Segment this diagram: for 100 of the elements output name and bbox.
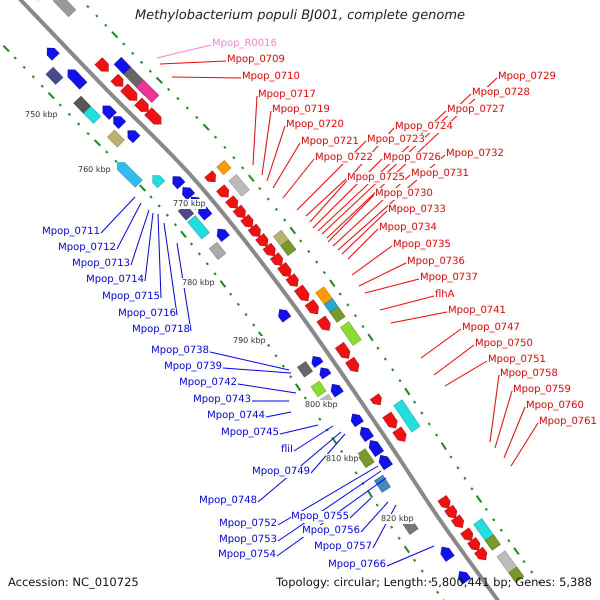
leader-line [160,60,226,64]
gene-label: Mpop_0758 [500,368,558,380]
gene-label: Mpop_0738 [151,345,209,357]
scale-label: 800 kbp [305,400,338,410]
gene-label: Mpop_0756 [302,525,360,537]
gene-label: Mpop_0752 [219,518,277,530]
genome-info-text: Accession: NC_010725 [8,575,139,589]
gene-label: Mpop_0710 [242,71,300,83]
gene-label: Mpop_0742 [179,377,237,389]
leader-line [350,498,372,518]
leader-line [130,210,150,266]
gene-label: Mpop_0761 [539,416,597,428]
leader-line [156,44,212,58]
gene-label: Mpop_0748 [199,495,257,507]
leader-line [294,426,334,452]
gene-label: Mpop_R0016 [212,38,277,50]
leader-line [158,214,162,298]
gene-label: Mpop_0759 [513,384,571,396]
leader-line [164,222,178,316]
gene-label: Mpop_0712 [58,242,116,254]
leader-line [390,312,448,324]
leader-line [280,424,318,434]
gene-label: Mpop_0754 [218,549,276,561]
leader-line [380,296,434,310]
leader-line [444,360,488,386]
leader-line [176,242,192,332]
gene-label: Mpop_0727 [447,104,505,116]
leader-line [420,328,462,358]
leader-line [328,194,374,242]
gene-label: Mpop_0734 [379,222,437,234]
gene-label: Mpop_0722 [315,152,373,164]
gene-label: Mpop_0747 [462,322,520,334]
leader-line [386,546,434,566]
gene-label: Mpop_0723 [367,134,425,146]
leader-line [172,76,242,78]
gene-label: Mpop_0725 [347,172,405,184]
leader-line [352,246,392,276]
leader-line [348,228,378,260]
leader-line [210,352,290,370]
leader-line [272,142,300,188]
leader-line [310,434,346,474]
leader-line [510,422,538,466]
gene-label: Mpop_0721 [301,136,359,148]
leader-line [494,390,512,448]
scale-label: 760 kbp [78,165,111,175]
gene-label: Mpop_0711 [42,226,100,238]
leader-line [358,262,406,286]
gene-label: Mpop_0715 [102,291,160,303]
leader-line [360,502,388,532]
scale-label: 810 kbp [326,454,359,464]
leader-line [266,412,292,418]
gene-label: Mpop_0735 [393,239,451,251]
gene-label: Mpop_0757 [314,541,372,553]
scale-label: 790 kbp [233,336,266,346]
leader-line [306,178,346,216]
scale-label: 770 kbp [173,199,206,209]
gene-label: Mpop_0732 [446,148,504,160]
leader-line [222,368,292,374]
leader-line [282,158,314,198]
leader-line [364,278,420,294]
gene-label: Mpop_0709 [227,54,285,66]
gene-label: Mpop_0720 [286,119,344,131]
gene-label: Mpop_0739 [164,361,222,373]
gene-label: Mpop_0749 [252,466,310,478]
gene-label: Mpop_0751 [488,354,546,366]
gene-label: Mpop_0741 [448,305,506,317]
gene-label: Mpop_0716 [118,308,176,320]
gene-label: Mpop_0750 [475,338,533,350]
gene-label: Mpop_0729 [498,71,556,83]
gene-label: Mpop_0766 [328,559,386,571]
leader-line [116,202,142,250]
gene-label: Mpop_0726 [383,152,441,164]
gene-label: Mpop_0760 [526,400,584,412]
gene-label: Mpop_0744 [207,410,265,422]
gene-label: Mpop_0714 [86,274,144,286]
leader-line [266,126,286,182]
leader-line [434,344,474,376]
gene-label: Mpop_0753 [219,534,277,546]
gene-label: Mpop_0737 [420,272,478,284]
gene-label: Mpop_0724 [395,121,453,133]
gene-label: Mpop_0755 [291,511,349,523]
gene-label: Mpop_0719 [272,104,330,116]
leader-line [144,212,154,282]
chart-title: Methylobacterium populi BJ001, complete genome [134,8,466,23]
leader-line [342,210,388,254]
scale-label: 780 kbp [182,278,215,288]
scale-label: 820 kbp [381,514,414,524]
leader-line [490,374,500,442]
leader-line [278,466,378,526]
leader-line [262,110,272,176]
gene-label: Mpop_0733 [388,204,446,216]
scale-label: 750 kbp [25,110,58,120]
genome-info-text: Topology: circular; Length: 5,800,441 bp; Genes: 5,388 [276,575,592,589]
gene-label: Mpop_0717 [258,89,316,101]
gene-label: Mpop_0736 [407,256,465,268]
leader-line [504,406,526,458]
gene-label: Mpop_0745 [221,427,279,439]
gene-label: Mpop_0730 [375,188,433,200]
gene-label: Mpop_0718 [132,324,190,336]
leader-line [252,400,290,402]
